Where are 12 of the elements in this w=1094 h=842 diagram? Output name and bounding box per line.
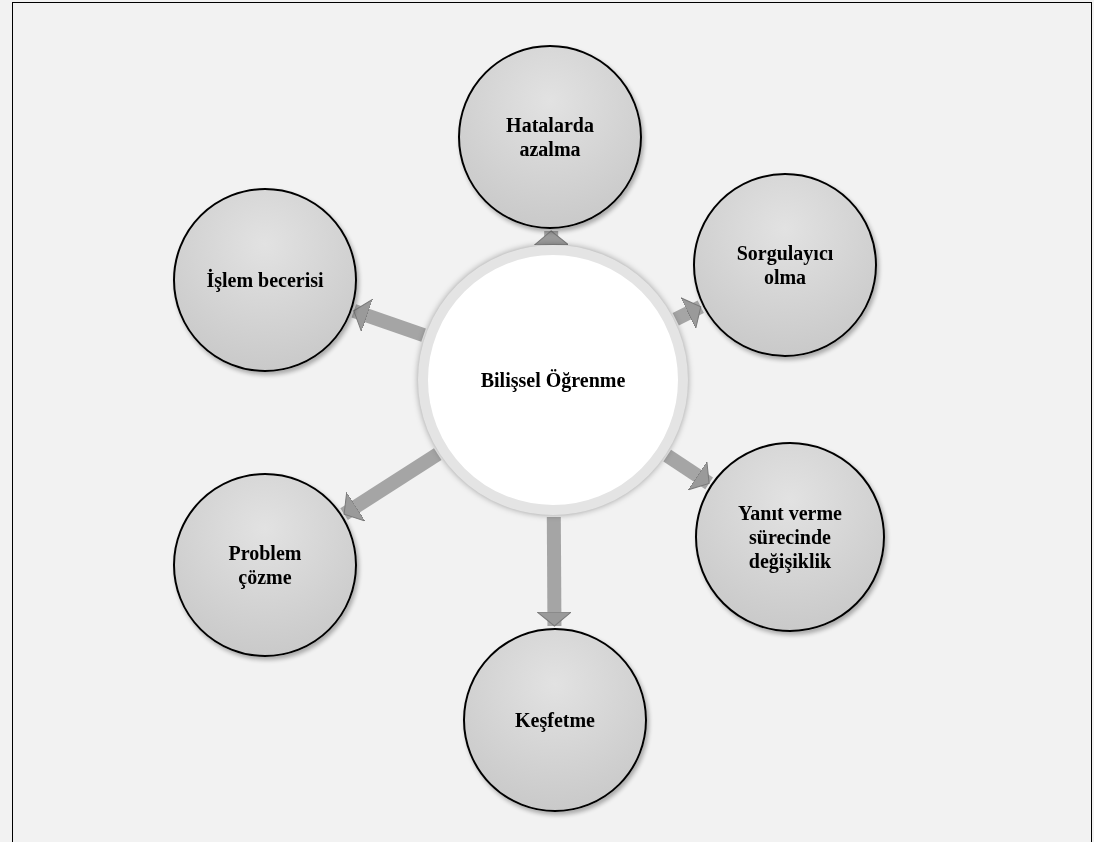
circle-label: Yanıt verme sürecinde değişiklik	[737, 501, 843, 573]
circle-label: İşlem becerisi	[206, 268, 324, 292]
circle-label: Keşfetme	[515, 708, 595, 732]
circle-label: Sorgulayıcı olma	[735, 241, 835, 289]
circle-label: Bilişsel Öğrenme	[480, 368, 626, 392]
block-arrow	[340, 448, 442, 522]
block-arrow	[672, 297, 704, 329]
block-arrow	[536, 516, 572, 627]
circle-label: Problem çözme	[227, 541, 303, 589]
circle-label: Hatalarda azalma	[505, 113, 595, 161]
block-arrow	[663, 449, 713, 491]
block-arrow	[533, 230, 569, 246]
